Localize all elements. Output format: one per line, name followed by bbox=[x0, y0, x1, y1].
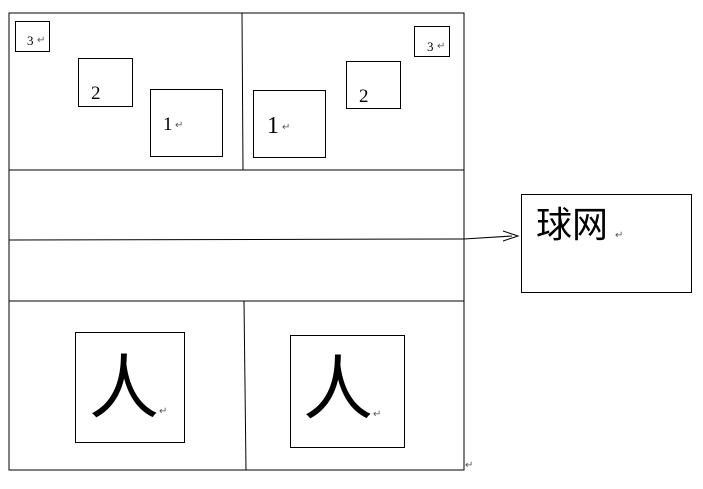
top-center-divider bbox=[241, 12, 244, 171]
paragraph-mark: ↵ bbox=[465, 460, 474, 471]
top-left-box-3: 3 ↵ bbox=[15, 21, 50, 52]
top-right-box-3-label: 3 bbox=[427, 39, 434, 54]
top-right-box-2: 2 bbox=[346, 61, 401, 109]
bottom-left-player-box: 人 ↵ bbox=[75, 332, 185, 443]
net-callout-label: 球网 bbox=[536, 205, 609, 246]
net-callout-box: 球网 ↵ bbox=[521, 194, 692, 293]
top-left-box-1-label: 1 bbox=[163, 114, 173, 135]
bottom-right-player-box: 人 ↵ bbox=[290, 335, 405, 448]
net-line bbox=[8, 238, 465, 241]
paragraph-mark: ↵ bbox=[437, 41, 446, 52]
net-arrow-line bbox=[463, 235, 513, 240]
top-left-box-2: 2 bbox=[78, 58, 133, 107]
net-arrow-head bbox=[502, 230, 520, 242]
paragraph-mark: ↵ bbox=[37, 35, 46, 46]
bottom-center-divider bbox=[243, 300, 247, 471]
court-outline bbox=[8, 12, 465, 471]
top-right-box-1: 1 ↵ bbox=[253, 90, 326, 158]
paragraph-mark: ↵ bbox=[373, 409, 382, 420]
bottom-right-player-char: 人 bbox=[303, 348, 373, 430]
top-right-box-1-label: 1 bbox=[267, 113, 279, 139]
top-right-box-3: 3 ↵ bbox=[414, 26, 450, 57]
top-left-box-2-label: 2 bbox=[91, 83, 101, 104]
paragraph-mark: ↵ bbox=[282, 122, 291, 133]
paragraph-mark: ↵ bbox=[175, 120, 184, 131]
bottom-left-player-char: 人 bbox=[89, 347, 159, 429]
top-right-box-2-label: 2 bbox=[359, 86, 369, 107]
paragraph-mark: ↵ bbox=[615, 230, 624, 241]
paragraph-mark: ↵ bbox=[159, 406, 168, 417]
top-left-box-3-label: 3 bbox=[27, 33, 34, 48]
top-left-box-1: 1 ↵ bbox=[150, 89, 223, 157]
